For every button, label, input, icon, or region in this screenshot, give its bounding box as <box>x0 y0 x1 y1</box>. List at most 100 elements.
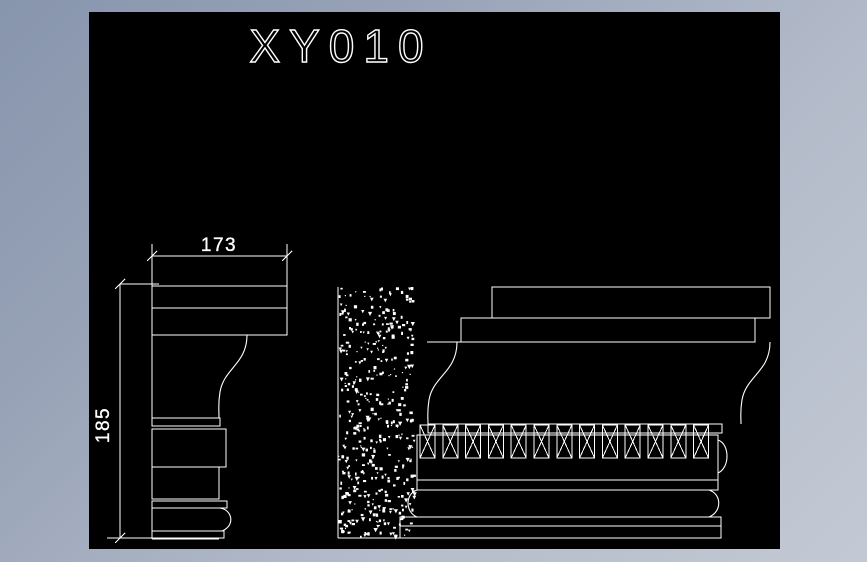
hatch-speck <box>403 404 406 407</box>
front-section-view[interactable] <box>337 286 771 540</box>
hatch-speck <box>379 467 383 471</box>
hatch-speck <box>357 403 360 406</box>
hatch-speck <box>384 358 389 363</box>
hatch-speck <box>411 418 414 422</box>
hatch-speck <box>408 503 412 506</box>
hatch-speck <box>341 495 344 500</box>
hatch-speck <box>345 524 349 528</box>
profile-top-slab <box>151 285 288 336</box>
hatch-speck <box>385 330 388 333</box>
dentil-block[interactable] <box>670 424 687 459</box>
hatch-speck <box>411 446 414 448</box>
hatch-speck <box>371 503 374 506</box>
hatch-speck <box>373 506 377 510</box>
dentil-block[interactable] <box>533 424 550 459</box>
hatch-speck <box>368 401 370 403</box>
hatch-speck <box>397 460 400 463</box>
hatch-speck <box>400 433 403 436</box>
hatch-speck <box>387 477 390 480</box>
dentil-block-outline <box>647 424 664 459</box>
hatch-speck <box>366 399 369 401</box>
hatch-speck <box>370 446 372 450</box>
hatch-speck <box>349 366 352 370</box>
hatch-speck <box>410 334 414 338</box>
height-dim-text: 185 <box>93 407 114 443</box>
hatch-speck <box>393 509 398 514</box>
dentil-block-cross-b <box>556 424 573 459</box>
cad-drawing-canvas[interactable]: XY010 173 185 <box>89 12 780 549</box>
hatch-speck <box>403 481 406 485</box>
hatch-speck <box>377 418 380 421</box>
dentil-block-cross-b <box>693 424 710 459</box>
hatch-speck <box>366 348 369 351</box>
hatch-speck <box>377 340 380 343</box>
hatch-speck <box>367 331 370 334</box>
hatch-speck <box>355 379 357 381</box>
hatch-speck <box>342 444 346 448</box>
dentil-block[interactable] <box>442 424 459 459</box>
hatch-speck <box>387 327 390 331</box>
hatch-speck <box>385 493 389 497</box>
hatch-speck <box>379 288 382 292</box>
hatch-speck <box>382 438 386 442</box>
dentil-block-cross-b <box>601 424 618 459</box>
hatch-speck <box>397 409 401 412</box>
hatch-speck <box>349 521 352 525</box>
height-dim-tick-bottom <box>114 532 126 544</box>
hatch-speck <box>345 341 350 344</box>
hatch-speck <box>410 488 415 492</box>
profile-fillet-band <box>151 417 221 427</box>
dentil-block[interactable] <box>647 424 664 459</box>
hatch-speck <box>373 323 376 326</box>
hatch-speck <box>360 331 362 333</box>
hatch-speck <box>355 519 359 524</box>
hatch-speck <box>374 319 376 321</box>
hatch-speck <box>376 331 380 335</box>
hatch-speck <box>345 316 348 319</box>
hatch-speck <box>387 436 391 439</box>
hatch-speck <box>344 295 346 297</box>
hatch-speck <box>367 504 370 507</box>
hatch-speck <box>363 358 366 361</box>
dentil-block[interactable] <box>579 424 596 459</box>
hatch-speck <box>352 447 355 450</box>
hatch-speck <box>373 449 376 453</box>
hatch-speck <box>410 343 414 346</box>
dentil-band[interactable] <box>419 424 710 459</box>
hatch-speck <box>354 426 359 431</box>
hatch-speck <box>400 290 404 294</box>
dentil-block[interactable] <box>601 424 618 459</box>
hatch-speck <box>347 494 351 497</box>
hatch-speck <box>354 388 358 391</box>
dentil-block[interactable] <box>693 424 710 459</box>
hatch-speck <box>372 513 376 517</box>
hatch-speck <box>338 455 340 457</box>
dentil-block-outline <box>533 424 550 459</box>
hatch-speck <box>407 364 412 370</box>
hatch-speck <box>401 495 404 498</box>
concrete-hatch <box>338 287 417 540</box>
dentil-block[interactable] <box>419 424 436 459</box>
dentil-block[interactable] <box>624 424 641 459</box>
dentil-block[interactable] <box>556 424 573 459</box>
dentil-block[interactable] <box>510 424 527 459</box>
hatch-speck <box>409 373 411 375</box>
dentil-block[interactable] <box>465 424 482 459</box>
hatch-speck <box>341 349 343 351</box>
hatch-speck <box>358 409 362 413</box>
hatch-speck <box>356 351 358 353</box>
profile-frieze-band-2 <box>151 466 220 500</box>
hatch-speck <box>366 494 371 498</box>
hatch-speck <box>358 430 361 433</box>
hatch-speck <box>358 494 362 497</box>
hatch-speck <box>387 329 391 333</box>
width-dim-tick-right <box>281 250 293 262</box>
hatch-speck <box>391 532 395 536</box>
hatch-speck <box>380 488 383 491</box>
side-profile-view[interactable] <box>151 285 288 540</box>
hatch-speck <box>347 471 350 475</box>
hatch-speck <box>347 382 351 386</box>
dentil-block[interactable] <box>487 424 504 459</box>
hatch-speck <box>369 295 371 298</box>
hatch-speck <box>380 417 382 419</box>
